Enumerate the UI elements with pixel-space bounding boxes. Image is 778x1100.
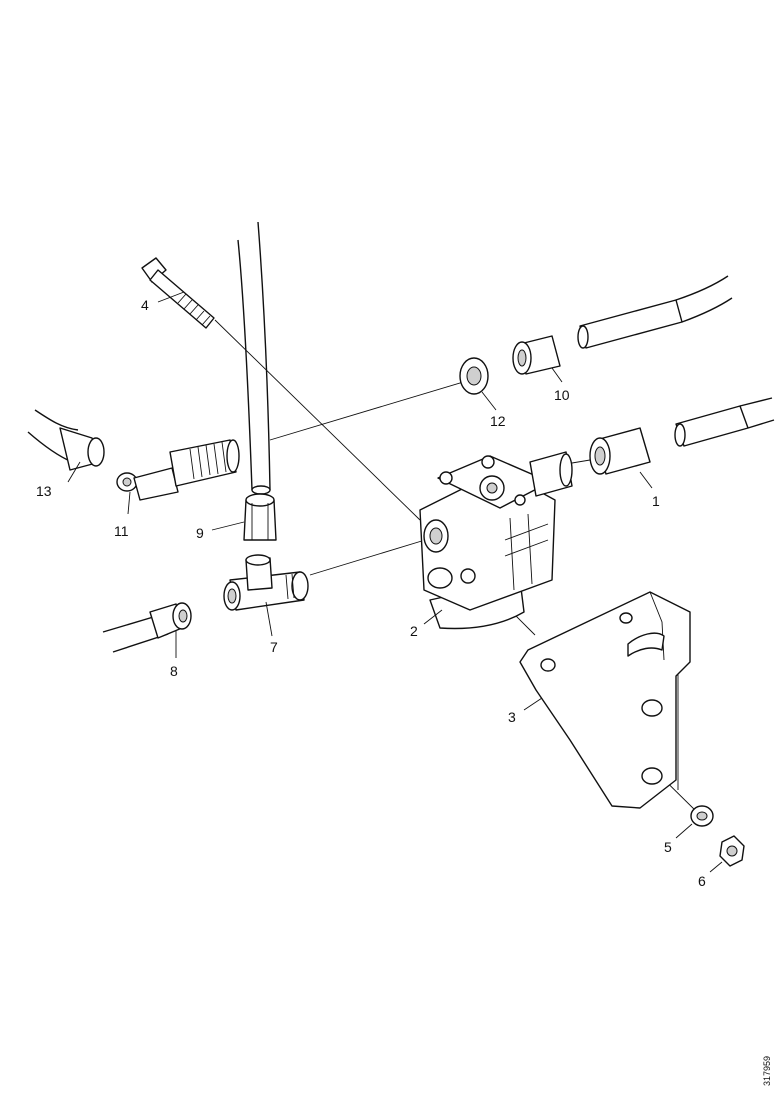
connector-top: [245, 493, 275, 507]
label-part-11: 11: [114, 523, 129, 539]
label-part-3: 3: [508, 709, 516, 725]
label-part-8: 8: [170, 663, 178, 679]
leader-lines: [67, 291, 723, 873]
elbow-body: [133, 467, 179, 501]
leader-6: [709, 861, 723, 873]
leader-12: [481, 391, 497, 411]
part-13-hose: [27, 409, 105, 471]
label-part-1: 1: [652, 493, 660, 509]
part-1-coupling: [589, 397, 775, 475]
hose8-edge-top: [102, 614, 161, 633]
valve-lower-port: [427, 567, 453, 589]
coupling1-bore: [594, 446, 606, 466]
part-7-tee-fitting: [223, 554, 309, 611]
tee-right-port: [291, 571, 309, 601]
valve-right-port-end: [559, 453, 573, 487]
label-part-6: 6: [698, 873, 706, 889]
washer-bore: [696, 811, 708, 821]
valve-body-ribs: [504, 513, 549, 591]
leader-9: [211, 521, 245, 531]
valve-top-cap-center: [486, 482, 498, 494]
bracket-hole-1: [540, 658, 556, 672]
hose10-edge-bottom: [681, 297, 733, 323]
label-part-7: 7: [270, 639, 278, 655]
leader-5: [675, 823, 693, 839]
nut6-bore: [726, 845, 738, 857]
part-5-washer: [690, 805, 714, 827]
valve-left-port-bore: [429, 527, 443, 545]
valve-lower-screw: [460, 568, 476, 584]
part-11-elbow: [116, 439, 240, 501]
leader-2: [423, 609, 443, 625]
part-6-nut: [719, 835, 745, 867]
leader-10: [551, 367, 563, 383]
elbow-barrel-end: [226, 439, 240, 473]
hose1-segment: [675, 405, 749, 447]
hose1-tail: [739, 397, 775, 429]
drawing-number: 317959: [762, 1056, 772, 1086]
hose-edge-left: [237, 239, 253, 491]
bracket-hole-3: [641, 699, 663, 717]
bracket-fold: [649, 591, 665, 661]
hose10-edge-top: [675, 275, 729, 301]
leader-13: [67, 461, 81, 483]
valve-screw-1: [439, 471, 453, 485]
coupling10-bore: [517, 349, 527, 367]
part-8-hose-fitting: [102, 602, 192, 653]
hose-edge-right: [257, 221, 271, 491]
guide-line-bolt: [214, 319, 421, 521]
bracket-hole-2: [619, 612, 633, 624]
part-9-connector: [243, 493, 277, 541]
hose-end: [251, 485, 271, 495]
hose13-edge-top: [34, 409, 79, 431]
leader-1: [639, 471, 653, 489]
guide-line-tee: [309, 539, 426, 576]
tee-left-bore: [227, 588, 237, 604]
tee-stem-top: [245, 554, 271, 566]
bolt-head: [141, 257, 167, 283]
nut12-bore: [466, 366, 482, 386]
part-10-coupling: [512, 275, 733, 375]
hose10-end: [577, 325, 589, 349]
guide-line-top: [269, 379, 471, 441]
part-labels: 4 13 11 9 7 8 2 3 10 12 1 5 6: [36, 297, 706, 889]
label-part-2: 2: [410, 623, 418, 639]
tee-thread: [285, 573, 295, 600]
part-12-nut: [459, 357, 489, 395]
label-part-9: 9: [196, 525, 204, 541]
elbow-threaded-barrel: [169, 439, 237, 487]
leader-3: [523, 697, 543, 711]
bracket-slot: [627, 632, 665, 657]
part-4-bolt: [141, 257, 215, 329]
label-part-12: 12: [490, 413, 506, 429]
elbow-nut-bore: [122, 477, 132, 487]
valve-screw-3: [514, 494, 526, 506]
label-part-13: 13: [36, 483, 52, 499]
vertical-hose: [237, 221, 271, 495]
label-part-4: 4: [141, 297, 149, 313]
label-part-10: 10: [554, 387, 570, 403]
part-2-valve: [419, 451, 573, 630]
hose10-segment: [579, 299, 683, 349]
hose13-end: [87, 437, 105, 467]
leader-4: [157, 291, 185, 303]
leader-7: [265, 601, 273, 637]
hose1-end: [674, 423, 686, 447]
leader-11: [127, 491, 131, 515]
bolt-thread: [177, 293, 211, 326]
elbow-thread: [189, 441, 227, 480]
label-part-5: 5: [664, 839, 672, 855]
part-3-bracket: [519, 591, 691, 809]
hose8-nut-bore: [178, 609, 188, 623]
bracket-hole-4: [641, 767, 663, 785]
valve-screw-2: [481, 455, 495, 469]
bracket-plate: [519, 591, 691, 809]
